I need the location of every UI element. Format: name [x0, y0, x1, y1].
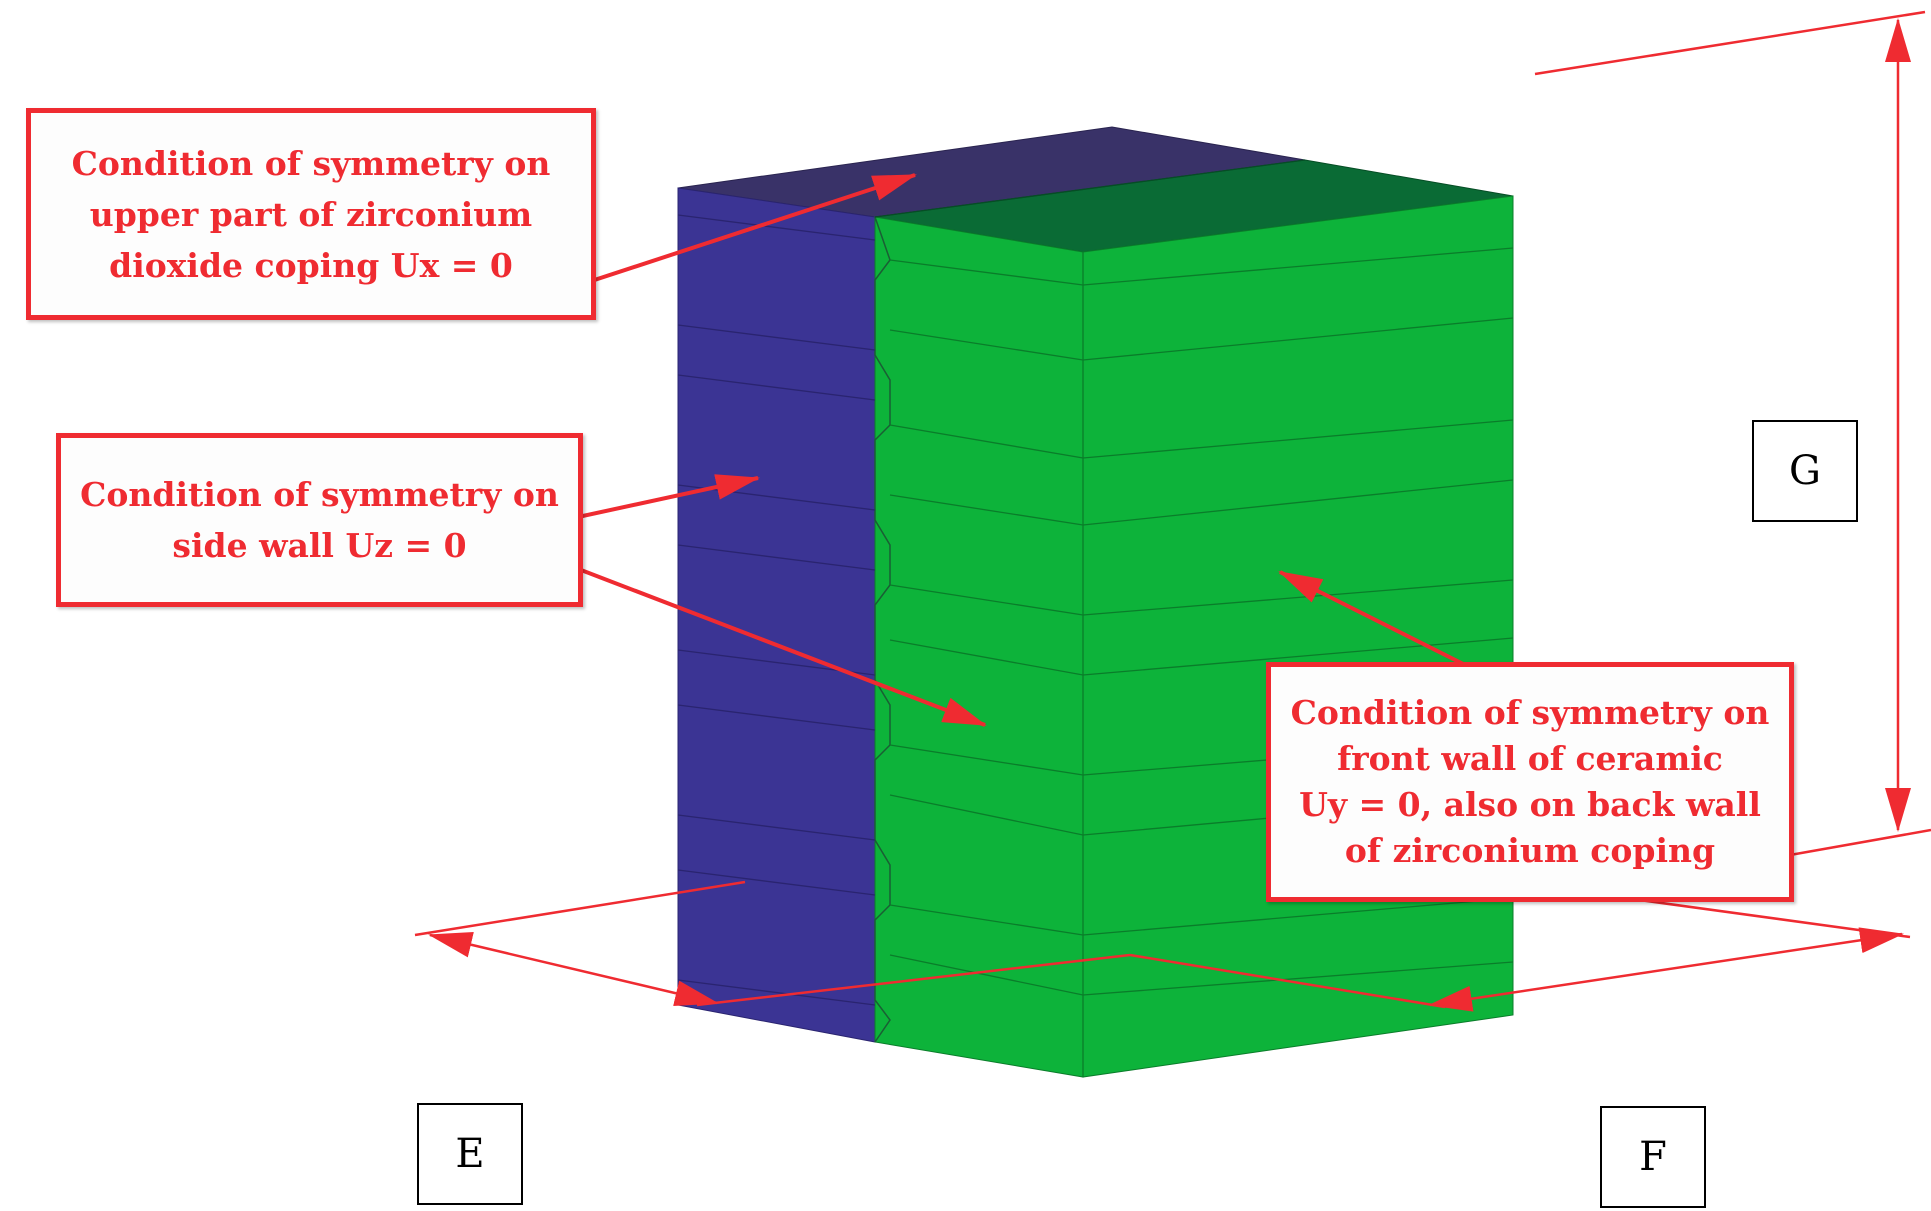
dimension-f-extension-right: [1624, 896, 1911, 939]
side-face-zirconium: [677, 187, 876, 1043]
dimension-f-extension-left: [1129, 953, 1446, 1009]
dimension-lines: [414, 10, 1931, 1012]
callout-front-text: Condition of symmetry on front wall of c…: [1291, 690, 1770, 874]
front-face-ceramic: [1082, 195, 1514, 1078]
dimension-e-arrow: [428, 932, 719, 1006]
callout-side-text: Condition of symmetry on side wall Uz = …: [80, 469, 559, 571]
callout-front-line-1: Condition of symmetry on: [1290, 693, 1770, 732]
dimension-f-arrow: [1428, 927, 1904, 1012]
callout-front-line-2: front wall of ceramic: [1337, 739, 1723, 778]
callout-leaders: [554, 173, 1516, 727]
callout-side-line-1: Condition of symmetry on: [80, 475, 559, 514]
dimension-label-e: E: [417, 1103, 523, 1205]
leader-side-blue: [554, 474, 760, 524]
callout-front-line-3: Uy = 0, also on back wall: [1299, 785, 1761, 824]
callout-top-line-1: Condition of symmetry on: [71, 143, 551, 183]
dimension-label-g: G: [1752, 420, 1858, 522]
block-3d: [677, 126, 1514, 1078]
side-face-ceramic-strip: [874, 216, 1084, 1078]
dimension-g-extension-top: [1534, 10, 1926, 76]
leader-side-green: [554, 558, 987, 727]
callout-top-line-2: upper part of zirconium: [89, 194, 533, 234]
dimension-label-f: F: [1600, 1106, 1706, 1208]
leader-top: [569, 173, 917, 290]
callout-top-line-3: dioxide coping Ux = 0: [109, 245, 513, 285]
callout-side-symmetry: Condition of symmetry on side wall Uz = …: [56, 433, 583, 607]
callout-side-line-2: side wall Uz = 0: [172, 526, 467, 565]
callout-top-text: Condition of symmetry on upper part of z…: [72, 138, 551, 291]
interface-edge: [874, 216, 891, 1043]
dimension-g-extension-bottom: [1789, 828, 1931, 857]
dimension-e-extension-left: [414, 880, 746, 937]
callout-front-line-4: of zirconium coping: [1344, 831, 1716, 870]
callout-top-symmetry: Condition of symmetry on upper part of z…: [26, 108, 596, 320]
callout-front-symmetry: Condition of symmetry on front wall of c…: [1266, 662, 1794, 902]
dimension-e-extension-bottom: [696, 953, 1131, 1007]
